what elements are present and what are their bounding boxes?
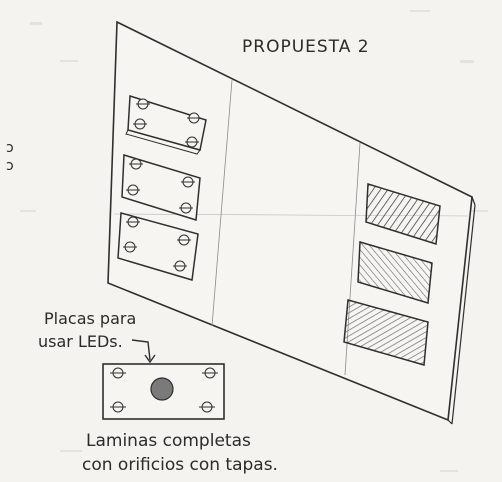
shaded-panel-2 bbox=[357, 241, 433, 304]
callout-line-2: usar LEDs. bbox=[38, 332, 123, 351]
shaded-panel-1 bbox=[365, 183, 441, 245]
margin-mark-bottom: ɔ bbox=[6, 158, 14, 174]
arrow-icon bbox=[131, 339, 156, 364]
led-lens-icon bbox=[150, 377, 174, 401]
led-hole-icon bbox=[133, 98, 201, 148]
led-hole-icon bbox=[123, 216, 191, 272]
shaded-panel-3 bbox=[343, 299, 429, 366]
paper-texture bbox=[20, 10, 488, 472]
caption-line-1: Laminas completas bbox=[86, 431, 251, 451]
caption-line-2: con orificios con tapas. bbox=[82, 455, 278, 475]
page-title: PROPUESTA 2 bbox=[242, 37, 370, 57]
callout-line-1: Placas para bbox=[44, 309, 136, 328]
led-plate-1 bbox=[125, 94, 207, 155]
led-plate-2 bbox=[121, 154, 201, 221]
led-plate-3 bbox=[117, 212, 199, 281]
margin-mark-top: ɔ bbox=[6, 140, 14, 156]
led-hole-icon bbox=[110, 367, 218, 413]
led-hole-icon bbox=[126, 158, 195, 214]
led-plate-detail bbox=[102, 363, 225, 420]
